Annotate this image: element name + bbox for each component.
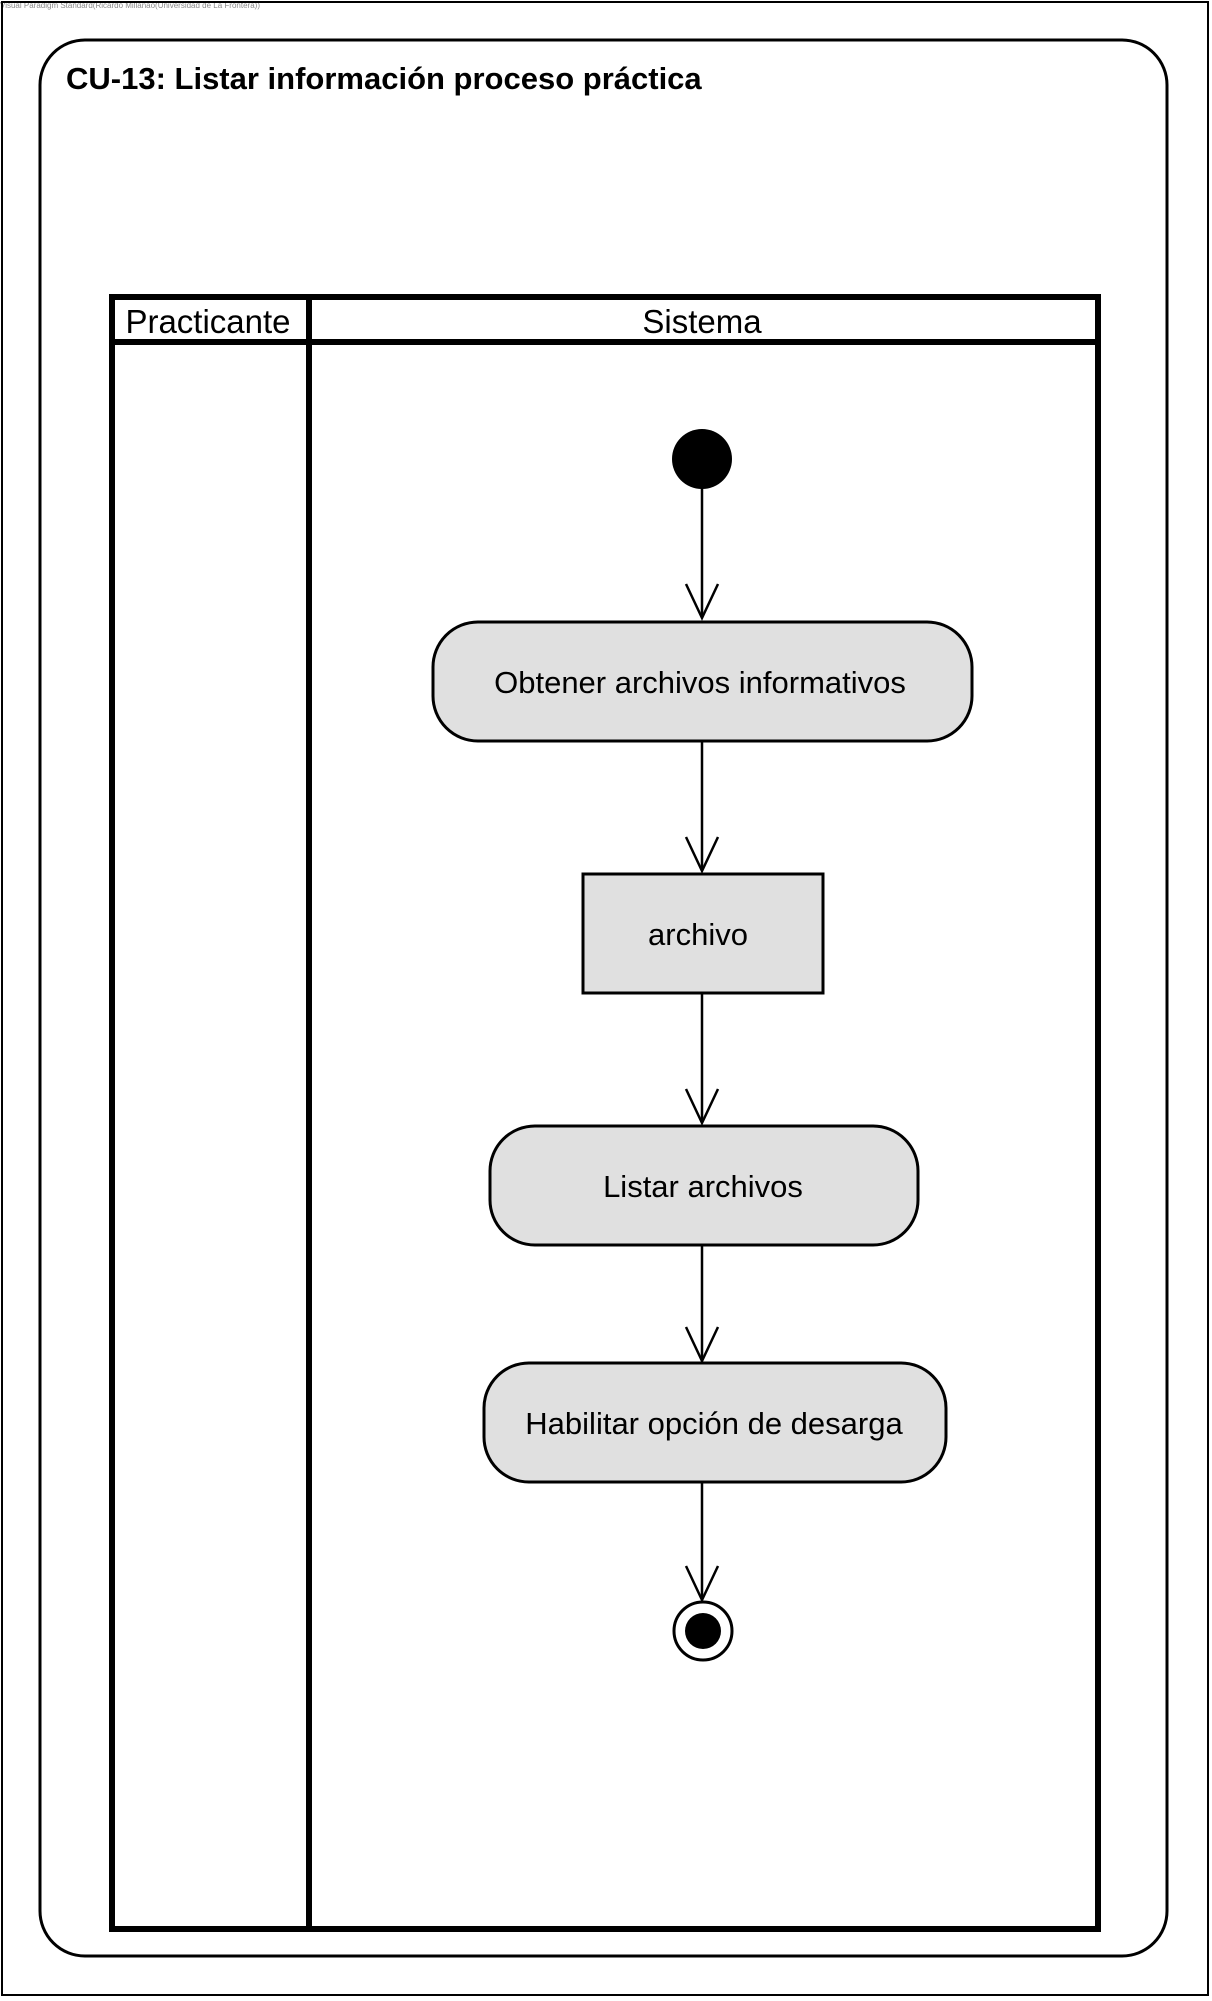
control-flow-edge xyxy=(684,482,720,621)
action-label: Habilitar opción de desarga xyxy=(525,1406,903,1441)
swimlane-border xyxy=(109,294,1101,1932)
action-node-habilitar-opcion: Habilitar opción de desarga xyxy=(482,1361,948,1484)
action-node-listar-archivos: Listar archivos xyxy=(488,1124,920,1247)
action-node-obtener-archivos: Obtener archivos informativos xyxy=(431,620,974,743)
swimlane-partition: Practicante Sistema xyxy=(109,294,1101,1932)
activity-final-node xyxy=(672,1600,734,1662)
action-label: Listar archivos xyxy=(603,1169,803,1204)
control-flow-edge xyxy=(684,1245,720,1364)
watermark-text: Visual Paradigm Standard(Ricardo Millana… xyxy=(0,1,260,10)
diagram-title: CU-13: Listar información proceso prácti… xyxy=(66,61,702,96)
control-flow-edge xyxy=(684,993,720,1126)
object-label: archivo xyxy=(648,917,748,952)
object-node-archivo: archivo xyxy=(581,872,825,995)
control-flow-edge xyxy=(684,741,720,874)
lane-header-sistema: Sistema xyxy=(642,303,762,340)
control-flow-edge xyxy=(684,1482,720,1603)
diagram-frame xyxy=(38,38,1169,1958)
lane-header-practicante: Practicante xyxy=(125,303,290,340)
initial-node xyxy=(672,429,732,489)
control-flows xyxy=(684,482,720,1603)
action-label: Obtener archivos informativos xyxy=(494,665,906,700)
